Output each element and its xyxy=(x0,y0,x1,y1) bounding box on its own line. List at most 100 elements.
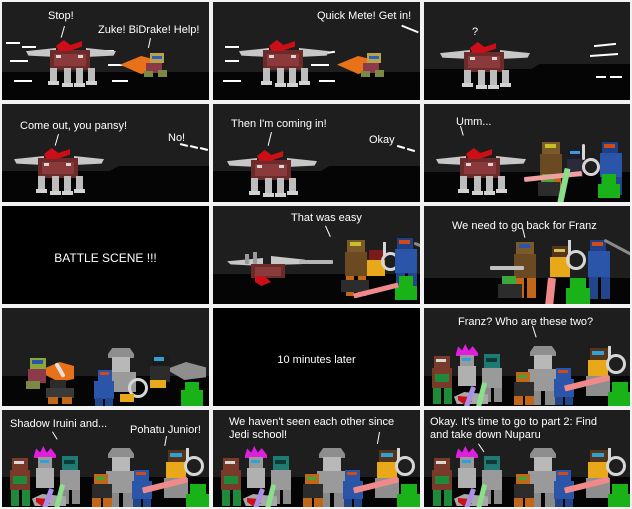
villain-leg xyxy=(222,490,230,506)
speed-line xyxy=(6,42,20,44)
alien-head xyxy=(612,484,628,495)
mech-foot xyxy=(458,189,469,193)
mech-leg xyxy=(50,68,57,82)
hook-ring-icon xyxy=(582,158,600,176)
mech-wing-right xyxy=(500,50,530,59)
alien-torso xyxy=(598,184,620,198)
character-group-villains xyxy=(8,446,94,507)
hero-visor xyxy=(518,375,527,378)
alien-head xyxy=(190,484,206,495)
wreck-crest xyxy=(255,276,271,286)
speed-line xyxy=(593,42,617,48)
villain-torso xyxy=(247,468,265,488)
mech-leg xyxy=(289,68,296,84)
character-group-heroes xyxy=(299,238,420,304)
lightsaber-red xyxy=(544,277,556,304)
speech-tail xyxy=(147,38,151,48)
mech-wing-left xyxy=(239,48,269,57)
villain-visor xyxy=(225,461,235,464)
character-mech-red xyxy=(26,38,116,87)
mech-eye-right xyxy=(279,165,284,168)
villain-chest xyxy=(13,476,27,484)
villain-visor xyxy=(40,460,49,463)
speed-line xyxy=(225,60,239,62)
mech-leg xyxy=(88,68,95,82)
hero-torso xyxy=(317,471,347,493)
speed-line xyxy=(199,147,209,151)
hero-visor xyxy=(350,242,361,246)
alien-torso xyxy=(395,286,417,300)
hero-leg xyxy=(601,277,610,299)
mech-leg xyxy=(265,178,272,194)
villain-head xyxy=(434,458,450,470)
mech-eye-left xyxy=(257,165,262,168)
speech-text: Then I'm coming in! xyxy=(231,118,327,130)
mech-eye-right xyxy=(492,57,497,60)
speech-text: Pohatu Junior! xyxy=(130,424,201,436)
mech-eye-left xyxy=(470,57,475,60)
drake-visor xyxy=(32,360,43,364)
hook-icon xyxy=(186,448,189,460)
speech-text: We haven't seen each other since Jedi sc… xyxy=(229,416,395,441)
hero-torso xyxy=(600,153,622,177)
speech-tail xyxy=(54,134,59,146)
panel-title-text: 10 minutes later xyxy=(277,354,356,366)
speech-text: Umm... xyxy=(456,116,492,128)
hook-ring-icon xyxy=(395,456,415,476)
mech-wing-right xyxy=(299,48,329,57)
mech-leg xyxy=(38,176,45,190)
speech-text: That was easy xyxy=(291,212,362,224)
hero-torso xyxy=(498,284,522,298)
comic-panel-13: Shadow Iruini and... Pohatu Junior! xyxy=(0,408,211,509)
mech-foot xyxy=(62,191,73,195)
mech-leg xyxy=(301,68,308,82)
mech-foot xyxy=(275,193,286,197)
mech-leg xyxy=(502,70,509,84)
blaster-barrel xyxy=(490,266,524,270)
alien-head xyxy=(401,484,417,495)
villain-chest xyxy=(435,374,449,382)
hero-leg xyxy=(555,499,563,507)
alien-head xyxy=(570,278,586,289)
mech-wing-right xyxy=(74,156,104,165)
character-mech-red xyxy=(14,146,104,195)
hook-ring-icon xyxy=(184,456,204,476)
mech-foot xyxy=(249,191,260,195)
mech-foot xyxy=(74,189,85,193)
hero-visor xyxy=(381,453,393,457)
villain-visor xyxy=(64,460,75,464)
hero-visor xyxy=(558,472,568,475)
villain-head xyxy=(12,458,28,470)
villain-chest xyxy=(435,476,449,484)
hero-head xyxy=(112,357,130,373)
villain-visor xyxy=(251,460,260,463)
speed-line xyxy=(396,144,406,150)
speed-line xyxy=(10,60,28,62)
hero-torso xyxy=(395,249,417,273)
villain-leg xyxy=(11,490,19,506)
speech-text: No! xyxy=(168,132,186,144)
mech-wing-left xyxy=(14,156,44,165)
speech-tail xyxy=(325,225,331,237)
speech-tail xyxy=(52,431,58,440)
villain-visor xyxy=(275,460,286,464)
mech-foot xyxy=(287,191,298,195)
speed-line xyxy=(22,46,36,48)
villain-visor xyxy=(436,461,446,464)
mech-leg xyxy=(289,178,296,192)
character-mech-wreck xyxy=(227,252,307,288)
character-mech-red xyxy=(239,38,329,87)
speed-line xyxy=(401,24,419,34)
speed-line xyxy=(311,64,329,66)
hero-torso xyxy=(528,369,558,391)
drake-cloak xyxy=(166,362,206,380)
hook-icon xyxy=(397,448,400,460)
mech-leg xyxy=(486,176,493,192)
hero-leg xyxy=(527,278,536,298)
character-group-heroes xyxy=(490,238,630,304)
hero-head xyxy=(502,276,516,286)
character-group-villains xyxy=(430,446,516,507)
hero-head xyxy=(369,250,383,261)
character-drake-orange xyxy=(26,354,90,389)
